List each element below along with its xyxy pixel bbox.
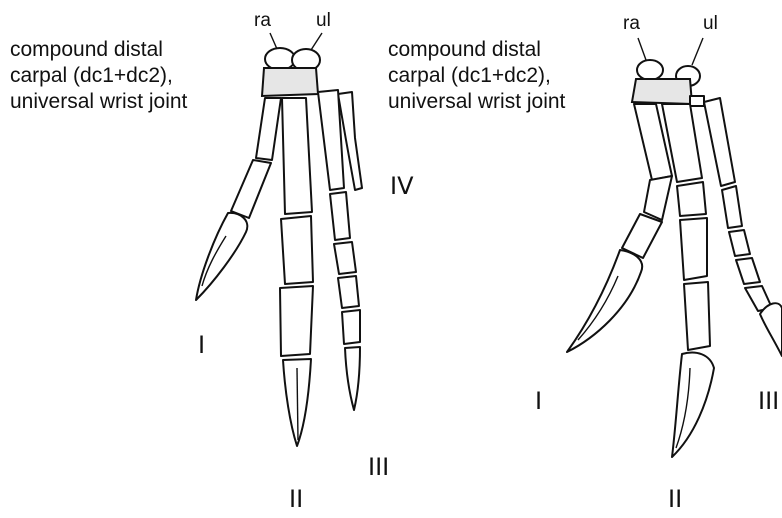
right-ul-leader xyxy=(692,38,703,65)
right-caption-line-3: universal wrist joint xyxy=(388,89,565,115)
left-caption-line-3: universal wrist joint xyxy=(10,89,187,115)
right-caption-line-1: compound distal xyxy=(388,37,565,63)
left-digit-2-label: II xyxy=(289,486,303,512)
right-digit-2 xyxy=(662,104,714,457)
left-ul-label: ul xyxy=(316,11,331,31)
left-hand xyxy=(196,33,362,446)
left-digit-1 xyxy=(196,98,281,300)
left-ra-leader xyxy=(270,33,277,49)
right-carpal-caption: compound distal carpal (dc1+dc2), univer… xyxy=(388,37,565,115)
right-caption-line-2: carpal (dc1+dc2), xyxy=(388,63,565,89)
left-digit-3-label: III xyxy=(368,454,389,480)
left-radius-end xyxy=(265,48,295,70)
right-digit-1 xyxy=(567,104,672,352)
right-ul-label: ul xyxy=(703,14,718,34)
left-ul-leader xyxy=(311,33,322,50)
right-digit-2-label: II xyxy=(668,486,682,512)
right-ra-label: ra xyxy=(623,14,640,34)
right-ra-leader xyxy=(638,38,646,60)
right-hand xyxy=(567,38,782,457)
left-caption-line-2: carpal (dc1+dc2), xyxy=(10,63,187,89)
left-ra-label: ra xyxy=(254,11,271,31)
left-digit-4-label: IV xyxy=(390,173,414,199)
right-digit-3-label: III xyxy=(758,388,779,414)
left-digit-2 xyxy=(280,98,313,446)
left-carpal-caption: compound distal carpal (dc1+dc2), univer… xyxy=(10,37,187,115)
right-small-carpal xyxy=(690,96,704,106)
left-digit-1-label: I xyxy=(198,332,205,358)
left-compound-carpal xyxy=(262,68,318,96)
right-digit-1-label: I xyxy=(535,388,542,414)
right-radius-end xyxy=(637,60,663,80)
right-compound-carpal xyxy=(632,79,692,104)
left-caption-line-1: compound distal xyxy=(10,37,187,63)
right-digit-3 xyxy=(704,98,782,356)
